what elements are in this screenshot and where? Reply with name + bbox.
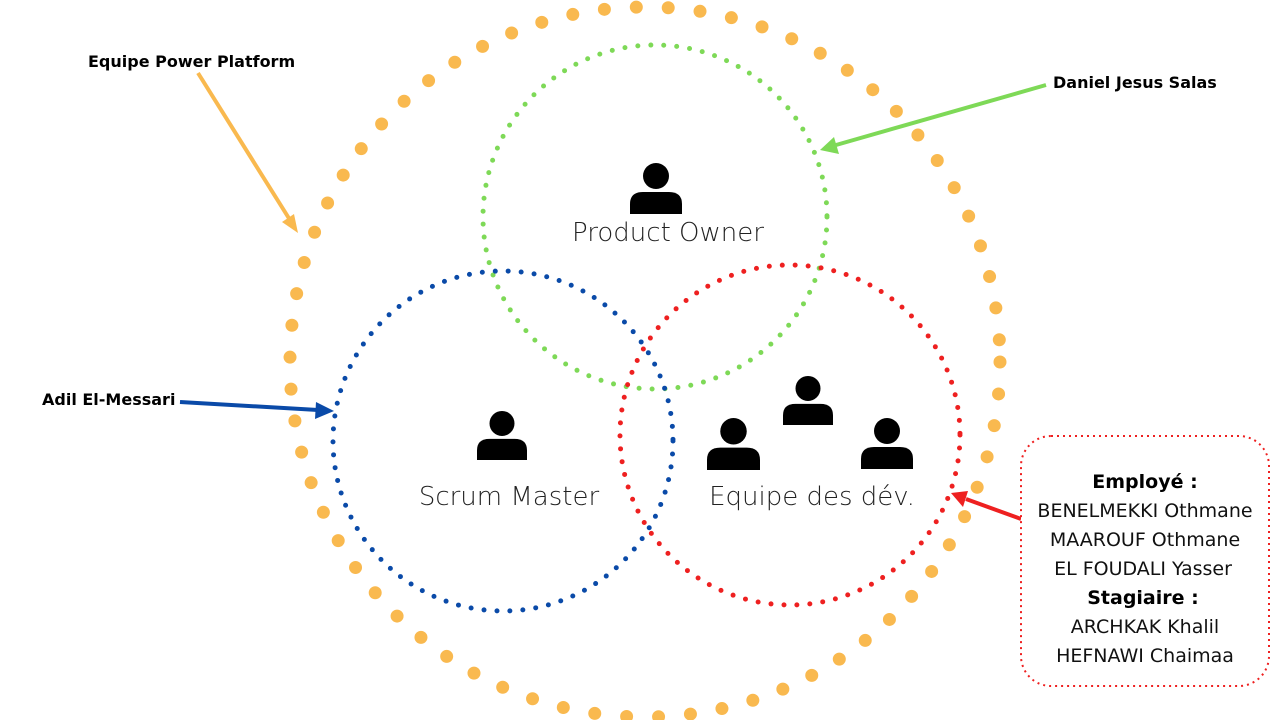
employees-heading: Employé : <box>1092 471 1197 493</box>
product-owner-arrow <box>835 83 1047 147</box>
product-owner-arrow-head <box>820 137 839 154</box>
intern-name: HEFNAWI Chaimaa <box>1056 645 1234 667</box>
employee-name: BENELMEKKI Othmane <box>1037 500 1252 522</box>
scrum-master-person-icon <box>477 410 527 460</box>
dev-team-label: Equipe des dév. <box>709 482 915 512</box>
dev-team-person-icon <box>783 375 833 425</box>
team-circle <box>283 0 1007 720</box>
product-owner-person-icon <box>630 163 682 214</box>
dev-team-arrow-head <box>951 491 968 507</box>
scrum-master-circle <box>330 268 676 614</box>
interns-heading: Stagiaire : <box>1087 587 1199 609</box>
members-box <box>1020 435 1270 687</box>
team-arrow <box>196 71 292 222</box>
dev-team-arrow <box>965 497 1022 521</box>
product-owner-label: Product Owner <box>572 218 764 248</box>
team-annotation: Equipe Power Platform <box>88 52 295 71</box>
scrum-master-label: Scrum Master <box>419 482 600 512</box>
team-arrow-head <box>282 214 298 233</box>
scrum-master-arrow <box>179 400 319 412</box>
dev-team-person-icon <box>861 418 913 469</box>
scrum-master-annotation: Adil El-Messari <box>42 390 175 409</box>
product-owner-annotation: Daniel Jesus Salas <box>1053 73 1217 92</box>
intern-name: ARCHKAK Khalil <box>1071 616 1219 638</box>
employee-name: EL FOUDALI Yasser <box>1054 558 1232 580</box>
dev-team-person-icon <box>707 418 760 470</box>
product-owner-circle <box>480 42 830 392</box>
dev-team-circle <box>617 262 963 608</box>
employee-name: MAAROUF Othmane <box>1050 529 1240 551</box>
scrum-master-arrow-head <box>315 402 334 419</box>
